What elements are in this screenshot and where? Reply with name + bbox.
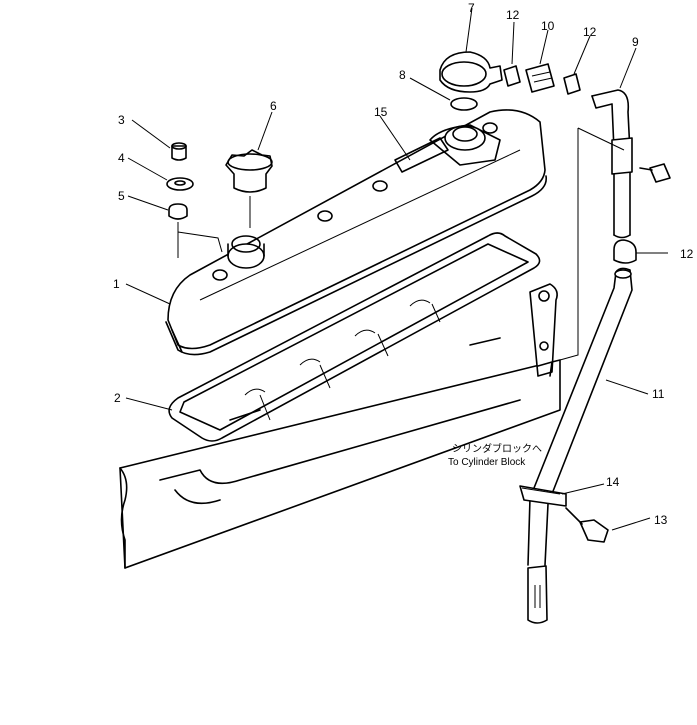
cylinder-block [119,337,561,569]
callout-11: 11 [652,387,665,401]
breather-assembly [439,51,503,111]
cylinder-block-note: シリンダブロックへ To Cylinder Block [448,442,542,468]
rocker-cover-gasket [168,232,541,442]
callout-3: 3 [118,113,125,127]
breather-hose [503,63,581,95]
breather-pipe [559,89,671,361]
callout-8: 8 [399,68,406,82]
callout-15: 15 [374,105,388,119]
note-japanese: シリンダブロックへ [452,442,542,455]
callout-12-top-right: 12 [583,25,597,39]
plug-washer-seal [166,142,194,252]
callouts: 7 12 10 12 9 8 15 6 3 4 5 12 1 2 11 14 1… [113,1,694,527]
callout-13: 13 [654,513,668,527]
breather-tube [527,267,633,624]
callout-12-right: 12 [680,247,694,261]
callout-9: 9 [632,35,639,49]
callout-14: 14 [606,475,620,489]
leader-lines [125,7,651,531]
callout-5: 5 [118,189,125,203]
tube-clamp [613,239,668,264]
note-english: To Cylinder Block [448,457,526,468]
callout-4: 4 [118,151,125,165]
callout-6: 6 [270,99,277,113]
callout-10: 10 [541,19,555,33]
oil-filler-cap [225,149,273,228]
bracket-and-bolt [519,283,609,543]
callout-12-top-left: 12 [506,8,520,22]
rocker-cover [165,109,548,356]
callout-2: 2 [114,391,121,405]
callout-7: 7 [468,1,475,15]
callout-1: 1 [113,277,120,291]
